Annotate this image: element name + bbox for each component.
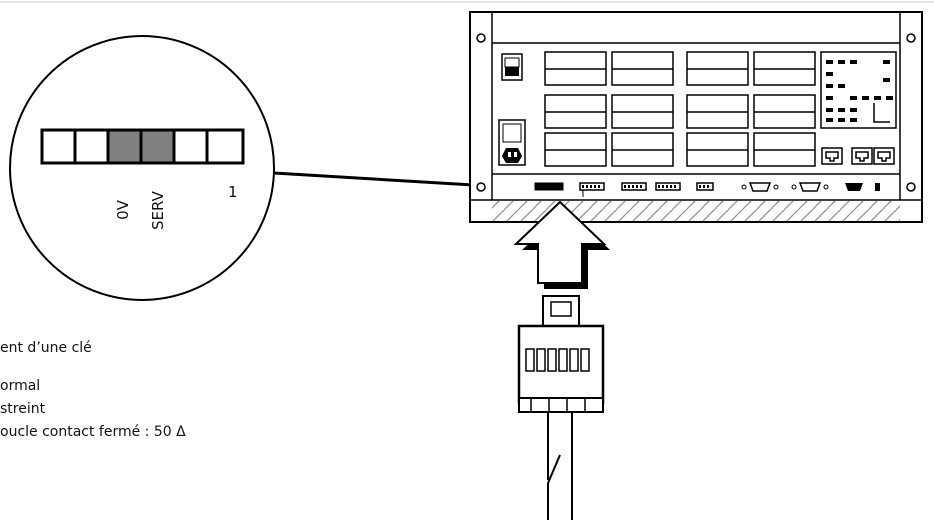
- mount-hole: [906, 33, 916, 43]
- switch-cell-active: [139, 128, 176, 165]
- switch-cell: [172, 128, 209, 165]
- switch-cell: [40, 128, 77, 165]
- plug-pins: [525, 348, 590, 372]
- mount-hole: [476, 182, 486, 192]
- switch-cell: [73, 128, 110, 165]
- insert-arrow: [513, 200, 610, 289]
- label-0v: 0V: [114, 199, 132, 220]
- service-plug: [517, 295, 605, 520]
- status-panel: [820, 51, 897, 129]
- zoom-circle: 0V SERV 1: [9, 35, 275, 301]
- switch-cell-active: [106, 128, 143, 165]
- bottom-connectors: [534, 182, 880, 197]
- caption-line-2: ormal: [0, 378, 41, 394]
- switch-strip: [40, 128, 245, 165]
- mount-hole: [476, 33, 486, 43]
- module-slots: [544, 51, 816, 167]
- caption-line-1: ent d’une clé: [0, 340, 92, 356]
- switch-cell: [205, 128, 245, 165]
- caption-line-4: oucle contact fermé : 50 Δ: [0, 424, 186, 440]
- mount-hole: [906, 182, 916, 192]
- service-connector: [534, 182, 564, 191]
- contact-switch: [547, 454, 561, 484]
- label-1: 1: [228, 183, 238, 201]
- label-serv: SERV: [149, 190, 167, 230]
- db-connectors: [741, 182, 880, 192]
- rack-unit: [469, 11, 923, 223]
- rack-base-hatch: [492, 201, 900, 221]
- rj-ports: [821, 147, 895, 165]
- caption-line-3: streint: [0, 401, 46, 417]
